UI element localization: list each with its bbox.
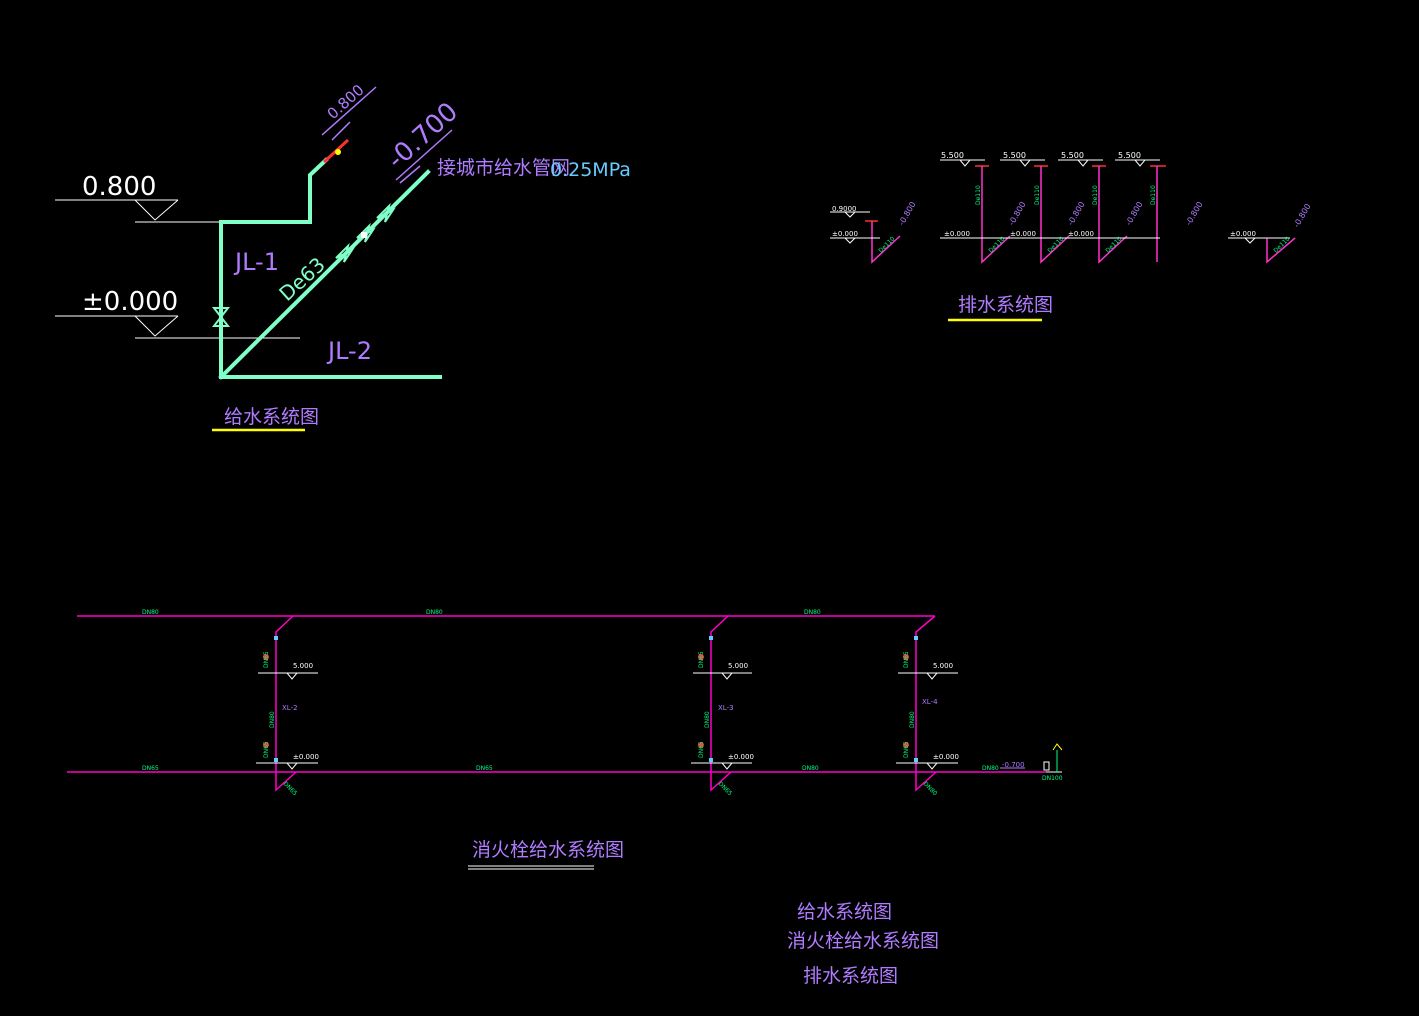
pressure-label: 0.25MPa (550, 159, 631, 181)
drain-riser-tag-4: De110 (1150, 185, 1157, 205)
level-label-0800: 0.800 (82, 172, 156, 202)
fire-level-marks (256, 672, 958, 770)
drain-pipe-tag-1: De110 (877, 235, 896, 254)
drain-zero-levels (830, 211, 1290, 244)
riser-xl2-name: XL-2 (282, 704, 298, 712)
tag-top-level: 0.800 (324, 81, 368, 123)
level-marker-0800 (55, 199, 300, 223)
valve-icon (335, 202, 396, 263)
drain-level-2: 5.500 (1003, 151, 1026, 160)
riser-xl2-upper: 5.000 (293, 662, 313, 670)
drain-level-1: 5.500 (941, 151, 964, 160)
index-note-drain: 排水系统图 (803, 965, 898, 987)
fire-bottom-label-4: DN80 (982, 765, 999, 772)
meter-icon (361, 232, 367, 238)
drain-pipes (871, 166, 1296, 264)
drain-zero-1: ±0.000 (944, 230, 970, 238)
drain-zero-4: ±0.000 (1230, 230, 1256, 238)
hydrant-icon (263, 654, 909, 748)
fire-top-label-1: DN80 (142, 609, 159, 616)
fire-main-pipes (67, 615, 1035, 792)
riser-xl4-size: DN80 (909, 711, 916, 728)
drain-left-level-1: 0.9000 (832, 205, 857, 213)
riser-xl4-name: XL-4 (922, 698, 938, 706)
drain-left-level-2: ±0.000 (832, 230, 858, 238)
drain-outlet-tag-5: -0.800 (1184, 200, 1205, 227)
supply-pipes (218, 157, 442, 380)
outlet-assembly (1000, 743, 1063, 773)
tag-leader-lines (321, 86, 453, 184)
outlet-level: -0.700 (1002, 761, 1025, 769)
riser-xl4-lower: ±0.000 (933, 753, 959, 761)
index-note-supply: 给水系统图 (797, 901, 892, 923)
fire-top-label-3: DN80 (804, 609, 821, 616)
fire-hydrant-diagram: DN80 DN80 DN80 DN65 DN65 DN80 DN80 XL-2 … (67, 609, 1063, 870)
level-label-zero: ±0.000 (82, 287, 178, 317)
riser-xl2-branch-upper: DN65 (263, 651, 270, 668)
riser-xl2-branch-lower: DN65 (263, 741, 270, 758)
riser-label-jl1: JL-1 (233, 248, 279, 276)
faucet-icon (322, 138, 350, 164)
riser-xl2-size: DN80 (269, 711, 276, 728)
drain-outlet-tag-2: -0.800 (1007, 200, 1028, 227)
drain-system-diagram: 5.500 5.500 5.500 5.500 0.9000 ±0.0 (830, 151, 1313, 322)
drain-outlet-tag-6: -0.800 (1292, 202, 1313, 229)
fire-bottom-label-3: DN80 (802, 765, 819, 772)
riser-xl4-branch-lower: DN65 (903, 741, 910, 758)
riser-xl3-name: XL-3 (718, 704, 734, 712)
riser-xl3-foot: DN65 (717, 780, 734, 797)
riser-xl3-upper: 5.000 (728, 662, 748, 670)
drain-level-3: 5.500 (1061, 151, 1084, 160)
riser-xl3-lower: ±0.000 (728, 753, 754, 761)
fire-top-label-2: DN80 (426, 609, 443, 616)
drain-riser-tag-3: De110 (1092, 185, 1099, 205)
index-note-fire: 消火栓给水系统图 (787, 930, 939, 952)
inlet-note: 接城市给水管网 (437, 157, 570, 179)
valve-icon (274, 636, 918, 762)
riser-xl2-foot: DN65 (282, 780, 299, 797)
supply-system-diagram: 0.800 ±0.000 (55, 81, 631, 432)
level-marker-zero (55, 315, 300, 339)
drain-zero-3: ±0.000 (1068, 230, 1094, 238)
drain-outlet-tag-3: -0.800 (1066, 200, 1087, 227)
riser-xl4-branch-upper: DN65 (903, 651, 910, 668)
riser-xl3-branch-lower: DN65 (698, 741, 705, 758)
fire-bottom-label-2: DN65 (476, 765, 493, 772)
riser-xl2-lower: ±0.000 (293, 753, 319, 761)
riser-label-jl2: JL-2 (326, 337, 372, 365)
drain-level-4: 5.500 (1118, 151, 1141, 160)
outlet-size: DN100 (1042, 775, 1063, 782)
fire-bottom-label-1: DN65 (142, 765, 159, 772)
supply-title: 给水系统图 (224, 406, 319, 428)
drain-zero-2: ±0.000 (1010, 230, 1036, 238)
riser-xl3-size: DN80 (704, 711, 711, 728)
fire-title: 消火栓给水系统图 (472, 839, 624, 861)
riser-xl3-branch-upper: DN65 (698, 651, 705, 668)
riser-xl4-foot: DN80 (922, 780, 939, 797)
drain-title: 排水系统图 (958, 294, 1053, 316)
drain-outlet-tag-1: -0.800 (897, 200, 918, 227)
drain-riser-tag-1: De110 (975, 185, 982, 205)
drain-top-levels (940, 159, 1160, 167)
drain-outlet-tag-4: -0.800 (1124, 200, 1145, 227)
index-notes: 给水系统图 消火栓给水系统图 排水系统图 (787, 901, 939, 987)
riser-xl4-upper: 5.000 (933, 662, 953, 670)
valve-icon (211, 307, 231, 327)
drain-riser-tag-2: De110 (1034, 185, 1041, 205)
